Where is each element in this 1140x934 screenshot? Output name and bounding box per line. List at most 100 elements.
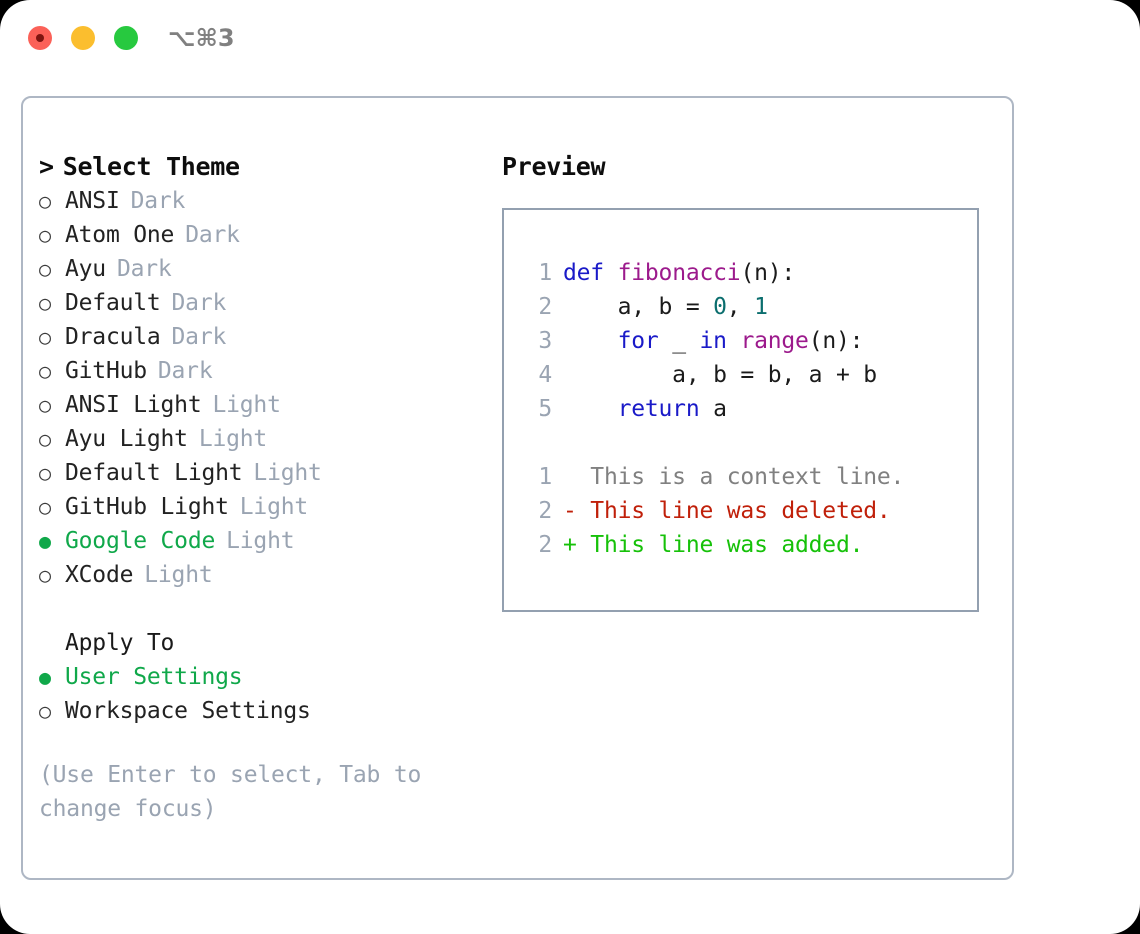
- radio-unselected-icon: ○: [39, 461, 51, 485]
- radio-unselected-icon: ○: [39, 257, 51, 281]
- radio-unselected-icon: ○: [39, 563, 51, 587]
- code-line-number: 5: [538, 396, 552, 422]
- code-token-num: 1: [754, 294, 768, 320]
- apply-to-list: ● User Settings ○ Workspace Settings: [39, 660, 479, 728]
- theme-option-label: Ayu Light: [65, 426, 188, 452]
- diff-sample: 1 This is a context line.2- This line wa…: [522, 460, 977, 562]
- code-token-kw: in: [699, 328, 727, 354]
- title-bar: ⌥⌘3: [0, 0, 1140, 78]
- code-token-fn: range: [740, 328, 809, 354]
- theme-option-label: ANSI Light: [65, 392, 202, 418]
- theme-option-label: Google Code: [65, 528, 216, 554]
- code-token-pl: (n):: [740, 260, 796, 286]
- diff-line-add: 2 + This line was added.: [522, 528, 977, 562]
- radio-selected-icon: ●: [39, 665, 51, 689]
- code-token-pl: a, b = b, a + b: [563, 362, 877, 388]
- code-token-pl: a: [699, 396, 727, 422]
- code-token-pl: ,: [726, 294, 755, 320]
- theme-option-label: Default: [65, 290, 161, 316]
- theme-option-tag: Dark: [116, 256, 172, 282]
- code-token-kw: return: [617, 396, 700, 422]
- apply-to-option-label: Workspace Settings: [65, 698, 311, 724]
- radio-unselected-icon: ○: [39, 223, 51, 247]
- radio-unselected-icon: ○: [39, 291, 51, 315]
- radio-unselected-icon: ○: [39, 325, 51, 349]
- code-line-number: 4: [538, 362, 552, 388]
- theme-option-default[interactable]: ○ Default Dark: [39, 286, 479, 320]
- code-line: 5 return a: [522, 392, 977, 426]
- theme-option-tag: Light: [239, 494, 309, 520]
- code-token-pl: a, b =: [563, 294, 714, 320]
- maximize-window-button[interactable]: [114, 26, 138, 50]
- theme-option-tag: Dark: [130, 188, 186, 214]
- code-token-num: 0: [713, 294, 727, 320]
- diff-sign: [563, 460, 577, 494]
- diff-sign: -: [563, 498, 577, 524]
- theme-option-dracula[interactable]: ○ Dracula Dark: [39, 320, 479, 354]
- radio-unselected-icon: ○: [39, 359, 51, 383]
- radio-unselected-icon: ○: [39, 427, 51, 451]
- diff-line-content: This line was added.: [576, 532, 864, 558]
- close-window-button[interactable]: [28, 26, 52, 50]
- code-line-content: a, b = b, a + b: [563, 358, 877, 392]
- code-token-pl: (n):: [808, 328, 864, 354]
- theme-option-label: Default Light: [65, 460, 243, 486]
- radio-unselected-icon: ○: [39, 495, 51, 519]
- code-token-kw: for: [617, 328, 659, 354]
- radio-unselected-icon: ○: [39, 699, 51, 723]
- apply-to-option-user-settings[interactable]: ● User Settings: [39, 660, 479, 694]
- list-spacer: [39, 592, 479, 626]
- apply-to-header: Apply To: [65, 630, 175, 656]
- code-line: 2 a, b = 0, 1: [522, 290, 977, 324]
- theme-option-tag: Light: [212, 392, 281, 418]
- theme-option-tag: Dark: [171, 324, 227, 350]
- radio-unselected-icon: ○: [39, 393, 51, 417]
- theme-option-ansi-light[interactable]: ○ ANSI Light Light: [39, 388, 479, 422]
- diff-line-number: 2: [538, 498, 552, 524]
- theme-option-tag: Light: [253, 460, 322, 486]
- theme-option-tag: Dark: [185, 222, 240, 248]
- theme-option-atom-one[interactable]: ○ Atom One Dark: [39, 218, 479, 252]
- diff-sign: +: [563, 532, 577, 558]
- diff-line-number: 2: [538, 532, 552, 558]
- theme-option-label: GitHub: [65, 358, 147, 384]
- code-token-pl: [563, 396, 618, 422]
- code-token-pl: [727, 328, 741, 354]
- code-token-pl: [563, 328, 618, 354]
- code-line: 3 for _ in range(n):: [522, 324, 977, 358]
- radio-unselected-icon: ○: [39, 189, 51, 213]
- minimize-window-button[interactable]: [71, 26, 95, 50]
- code-token-pl: [604, 260, 618, 286]
- theme-option-tag: Dark: [157, 358, 213, 384]
- code-token-pl: _: [658, 328, 700, 354]
- code-line-number: 2: [538, 294, 552, 320]
- theme-option-tag: Dark: [171, 290, 227, 316]
- theme-option-default-light[interactable]: ○ Default Light Light: [39, 456, 479, 490]
- theme-option-github[interactable]: ○ GitHub Dark: [39, 354, 479, 388]
- diff-line-number: 1: [538, 464, 552, 490]
- code-token-kw: def: [563, 260, 604, 286]
- apply-to-option-workspace-settings[interactable]: ○ Workspace Settings: [39, 694, 479, 728]
- code-line-content: return a: [563, 392, 727, 426]
- diff-line-content: This line was deleted.: [576, 498, 891, 524]
- diff-spacer: [522, 426, 977, 460]
- code-token-fn: fibonacci: [617, 260, 741, 286]
- apply-to-option-label: User Settings: [65, 664, 243, 690]
- code-line-content: def fibonacci(n):: [563, 256, 795, 290]
- theme-option-label: Atom One: [65, 222, 175, 248]
- theme-option-label: Dracula: [65, 324, 161, 350]
- theme-list-header: >Select Theme: [39, 150, 479, 184]
- code-line: 4 a, b = b, a + b: [522, 358, 977, 392]
